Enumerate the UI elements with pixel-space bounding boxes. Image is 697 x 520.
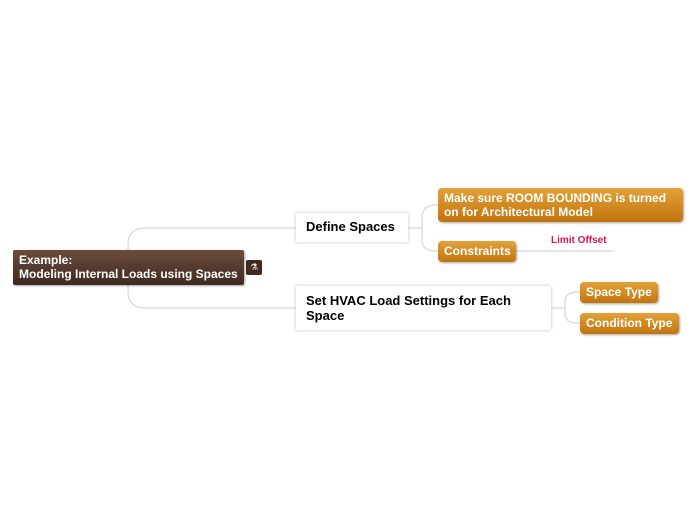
mind-map-icon[interactable]: ⚗ (246, 260, 262, 275)
subtopic-space-type[interactable]: Space Type (580, 282, 658, 303)
leaf-limit-offset[interactable]: Limit Offset (551, 235, 607, 246)
central-topic-line2: Modeling Internal Loads using Spaces (19, 267, 238, 281)
subtopic-room-bounding[interactable]: Make sure ROOM BOUNDING is turned on for… (438, 188, 683, 222)
connector-hvac-condition (564, 308, 580, 324)
topic-define-spaces[interactable]: Define Spaces (296, 213, 408, 242)
topic-hvac-load-settings[interactable]: Set HVAC Load Settings for Each Space (296, 286, 551, 330)
central-topic-line1: Example: (19, 253, 73, 267)
connector-define-constraints (421, 228, 438, 252)
subtopic-condition-type[interactable]: Condition Type (580, 313, 679, 334)
connector-define-room (408, 204, 438, 229)
connector-root-define (127, 227, 296, 265)
connector-hvac-spacetype (551, 291, 580, 309)
subtopic-constraints[interactable]: Constraints (438, 241, 516, 262)
central-topic[interactable]: Example: Modeling Internal Loads using S… (13, 250, 244, 285)
connector-root-hvac (127, 270, 296, 309)
